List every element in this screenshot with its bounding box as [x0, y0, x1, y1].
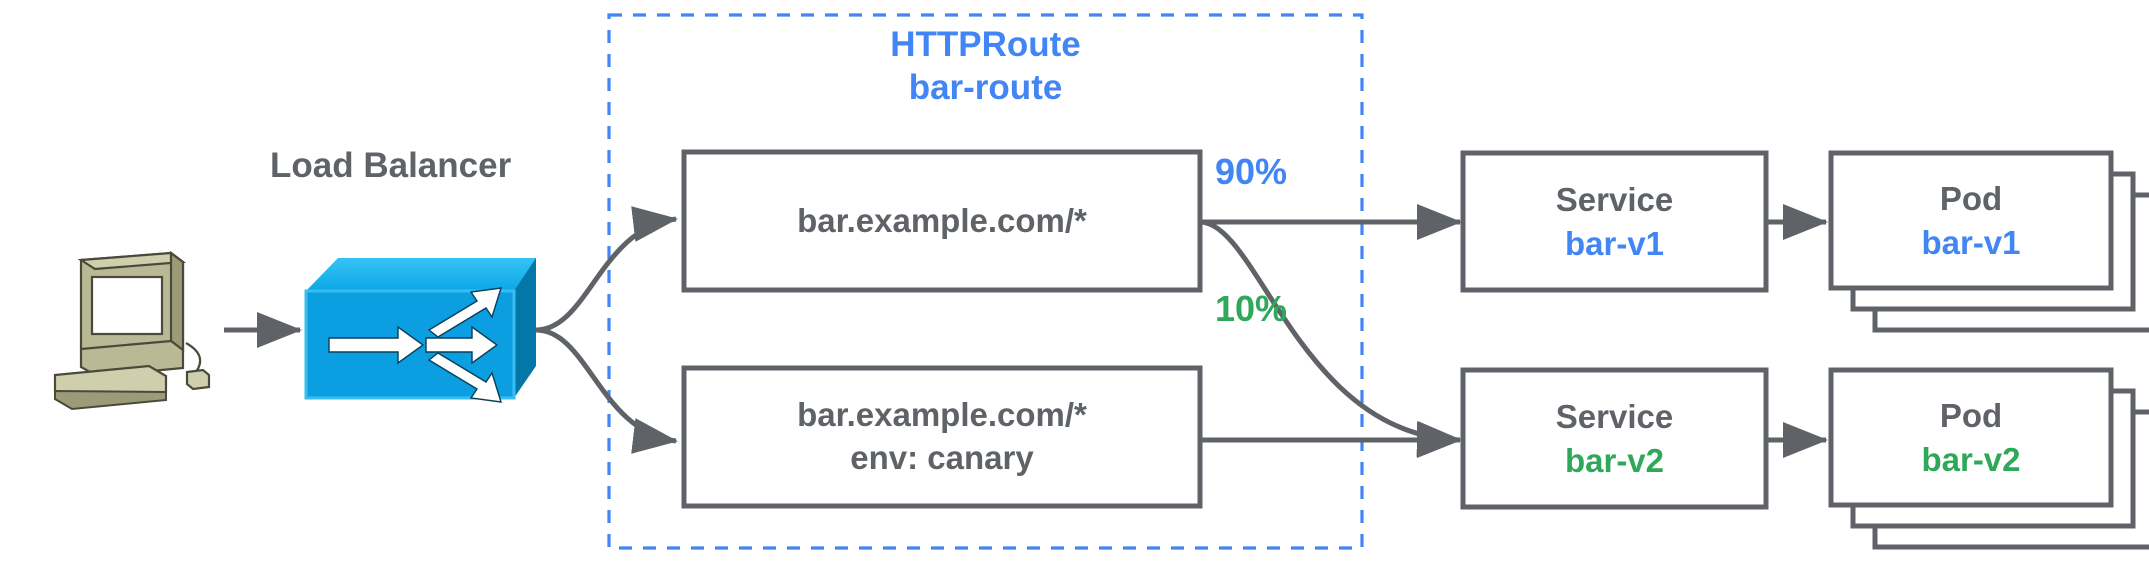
- edge-lb-to-rule-canary: [535, 327, 678, 454]
- pod-stack-bar-v1[interactable]: [1828, 150, 2149, 333]
- pod-box-bar-v2: [1828, 367, 2114, 508]
- rule-canary-line2: env: canary: [850, 439, 1034, 476]
- service-box-bar-v2[interactable]: [1460, 367, 1769, 510]
- pod-v2-kind: Pod: [1939, 396, 2003, 434]
- httproute-group-box: [607, 13, 1364, 550]
- rule-box-canary[interactable]: [681, 365, 1203, 509]
- rule-canary-text: bar.example.com/* env: canary: [684, 368, 1200, 506]
- service-v1-name: bar-v1: [1564, 224, 1665, 262]
- pod-v1-kind: Pod: [1939, 179, 2003, 217]
- rule-box-primary[interactable]: [681, 149, 1203, 293]
- weight-label-10: 10%: [1215, 288, 1288, 329]
- service-v1-text: Service bar-v1: [1463, 153, 1766, 290]
- pod-box-bar-v1: [1828, 150, 2114, 291]
- pod-v1-name: bar-v1: [1921, 223, 2021, 261]
- httproute-name-label: bar-route: [908, 67, 1063, 107]
- edge-rule-primary-to-service-v2: [1199, 219, 1462, 457]
- service-v2-kind: Service: [1555, 397, 1674, 435]
- service-box-bar-v1[interactable]: [1460, 150, 1769, 293]
- service-v2-text: Service bar-v2: [1463, 370, 1766, 507]
- workstation-icon: [53, 250, 211, 411]
- weight-label-90: 90%: [1215, 151, 1288, 192]
- httproute-kind-label: HTTPRoute: [890, 25, 1081, 64]
- pod-v1-text: Pod bar-v1: [1831, 153, 2111, 288]
- httproute-group-title: HTTPRoute bar-route: [609, 24, 1362, 109]
- service-v1-kind: Service: [1555, 180, 1674, 218]
- rule-primary-text: bar.example.com/*: [684, 152, 1200, 290]
- edge-lb-to-rule-primary: [535, 206, 678, 333]
- load-balancer-label: Load Balancer: [270, 146, 512, 185]
- rule-primary-line1: bar.example.com/*: [797, 201, 1087, 239]
- service-v2-name: bar-v2: [1564, 441, 1665, 479]
- load-balancer-switch-icon: [304, 258, 536, 403]
- pod-v2-name: bar-v2: [1921, 440, 2021, 478]
- pod-stack-bar-v2[interactable]: [1828, 367, 2149, 550]
- rule-canary-line1: bar.example.com/*: [797, 396, 1087, 434]
- pod-v2-text: Pod bar-v2: [1831, 370, 2111, 505]
